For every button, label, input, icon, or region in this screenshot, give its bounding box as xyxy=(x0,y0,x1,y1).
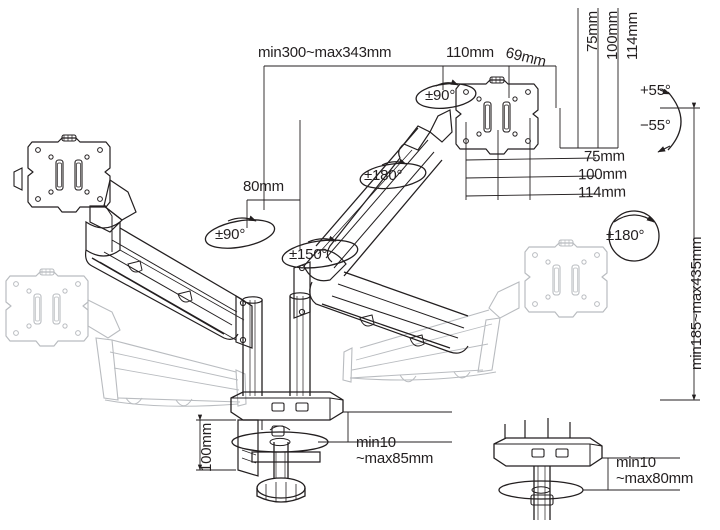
dim-80mm: 80mm xyxy=(243,178,284,195)
dim-vesa-top-114: 114mm xyxy=(624,12,641,60)
dim-clamp-thickness-line1: min10 xyxy=(356,434,396,451)
angle-head-rotation-right: ±180° xyxy=(606,227,645,244)
dim-grommet-thickness-line1: min10 xyxy=(616,454,656,471)
dim-vesa-top-75: 75mm xyxy=(584,11,601,52)
angle-tilt-down: −55° xyxy=(640,117,671,134)
dim-height-range: min185~max435mm xyxy=(688,236,705,370)
grommet-mount-detail xyxy=(493,418,603,520)
dimension-lines xyxy=(196,8,700,491)
dim-clamp-thickness-line2: ~max85mm xyxy=(356,449,434,467)
arm-left xyxy=(13,134,253,349)
angle-tilt-up: +55° xyxy=(640,82,671,99)
dim-vesa-side-114: 114mm xyxy=(577,183,627,202)
arm-right xyxy=(293,76,539,354)
dim-top-span: min300~max343mm xyxy=(258,44,392,61)
dim-grommet-thickness-line2: ~max80mm xyxy=(616,469,694,487)
angle-base-rotation: ±90° xyxy=(215,226,246,243)
ghost-arm-right xyxy=(342,239,608,383)
angle-elbow-swivel: ±180° xyxy=(364,167,403,184)
angle-head-rotation-left: ±90° xyxy=(425,87,456,104)
angle-arm-swivel: ±150° xyxy=(289,246,328,263)
dim-vesa-side-100: 100mm xyxy=(577,165,628,184)
dim-clamp-thickness: min10 ~max85mm xyxy=(356,435,433,467)
dim-110mm: 110mm xyxy=(446,44,494,61)
center-column xyxy=(230,292,344,503)
dim-vesa-side-75: 75mm xyxy=(583,147,626,166)
dim-grommet-thickness: min10 ~max80mm xyxy=(616,455,693,487)
ghost-arm-left xyxy=(5,268,247,407)
dim-vesa-top-100: 100mm xyxy=(604,10,621,60)
dim-clamp-height: 100mm xyxy=(198,422,215,472)
